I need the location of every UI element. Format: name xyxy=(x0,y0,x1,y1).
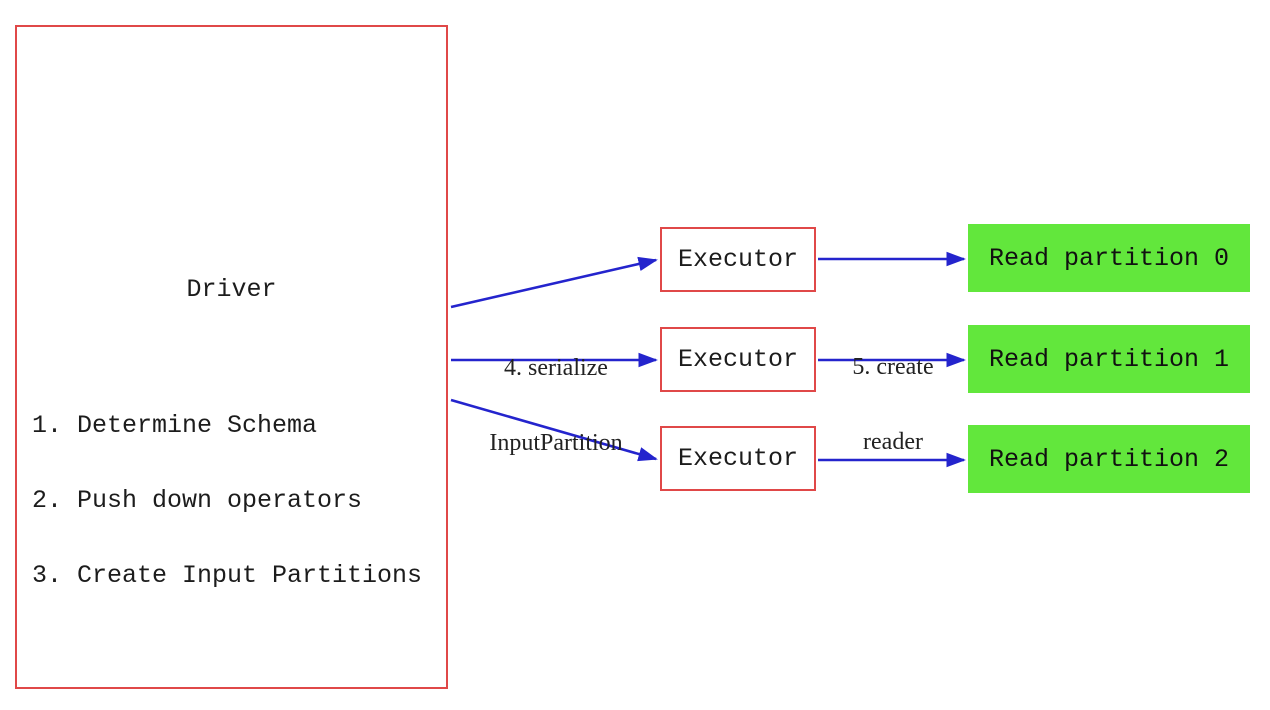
read-partition-box-0: Read partition 0 xyxy=(968,224,1250,292)
driver-step-2: 2. Push down operators xyxy=(32,486,363,515)
executor-label-1: Executor xyxy=(677,345,799,374)
arrow-driver-to-executor-0 xyxy=(450,256,658,309)
edge-label-create-reader: 5. create reader xyxy=(803,305,983,505)
read-partition-label-2: Read partition 2 xyxy=(988,444,1230,474)
executor-box-1: Executor xyxy=(660,327,816,392)
read-partition-box-1: Read partition 1 xyxy=(968,325,1250,393)
driver-steps-list: 1. Determine Schema 2. Push down operato… xyxy=(32,363,447,638)
executor-box-2: Executor xyxy=(660,426,816,491)
edge-label-create-reader-line1: 5. create xyxy=(852,354,934,380)
executor-box-0: Executor xyxy=(660,227,816,292)
driver-step-1: 1. Determine Schema xyxy=(32,411,318,440)
driver-step-3: 3. Create Input Partitions xyxy=(32,561,423,590)
edge-label-serialize-line1: 4. serialize xyxy=(504,355,608,381)
read-partition-label-1: Read partition 1 xyxy=(988,344,1230,374)
read-partition-box-2: Read partition 2 xyxy=(968,425,1250,493)
driver-box xyxy=(15,25,448,689)
arrow-driver-to-executor-2 xyxy=(450,398,658,462)
executor-label-2: Executor xyxy=(677,444,799,473)
executor-label-0: Executor xyxy=(677,245,799,274)
edge-label-serialize-line2: InputPartition xyxy=(489,430,623,456)
edge-label-serialize: 4. serialize InputPartition xyxy=(446,306,666,506)
driver-title: Driver xyxy=(186,275,277,304)
read-partition-label-0: Read partition 0 xyxy=(988,243,1230,273)
edge-label-create-reader-line2: reader xyxy=(863,429,923,455)
